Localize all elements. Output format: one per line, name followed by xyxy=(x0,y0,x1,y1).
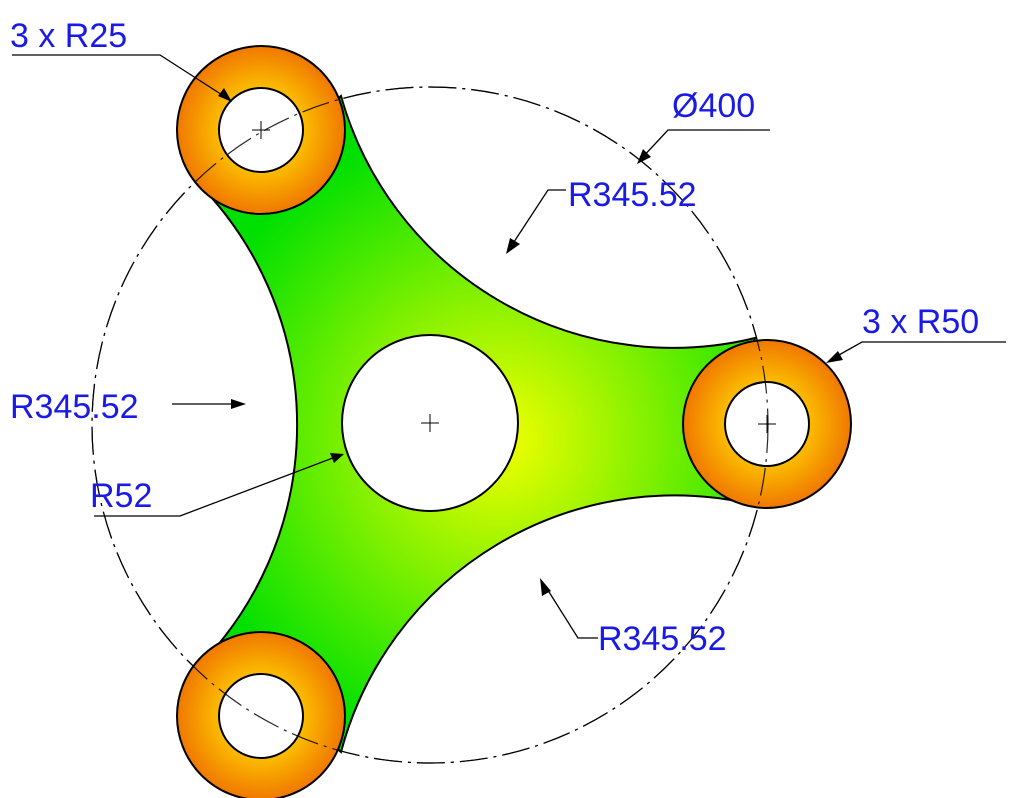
leader-boss xyxy=(826,341,1006,363)
dim-arc-radius-left: R345.52 xyxy=(10,388,139,426)
dim-bolt-circle-diameter: Ø400 xyxy=(672,87,755,125)
leader-arc-top-right xyxy=(506,189,566,254)
boss-top-left xyxy=(176,45,346,215)
leader-bolt-circle xyxy=(637,129,770,164)
dim-arc-radius-bottom-right: R345.52 xyxy=(598,620,727,658)
dim-arc-radius-top-right: R345.52 xyxy=(568,176,697,214)
dim-center-hole-radius: R52 xyxy=(90,477,152,515)
leader-arc-bottom-right xyxy=(540,578,598,639)
dim-boss-radius: 3 x R50 xyxy=(862,303,979,341)
leader-arc-left xyxy=(172,399,246,409)
leader-center-hole xyxy=(94,453,344,517)
boss-bottom-left xyxy=(176,631,346,798)
dim-small-hole-radius: 3 x R25 xyxy=(10,17,127,55)
center-hole-center-mark xyxy=(421,414,439,432)
bolt-hole-bottom-left xyxy=(218,673,304,759)
leader-small-hole xyxy=(12,54,232,102)
boss-right xyxy=(682,339,852,509)
